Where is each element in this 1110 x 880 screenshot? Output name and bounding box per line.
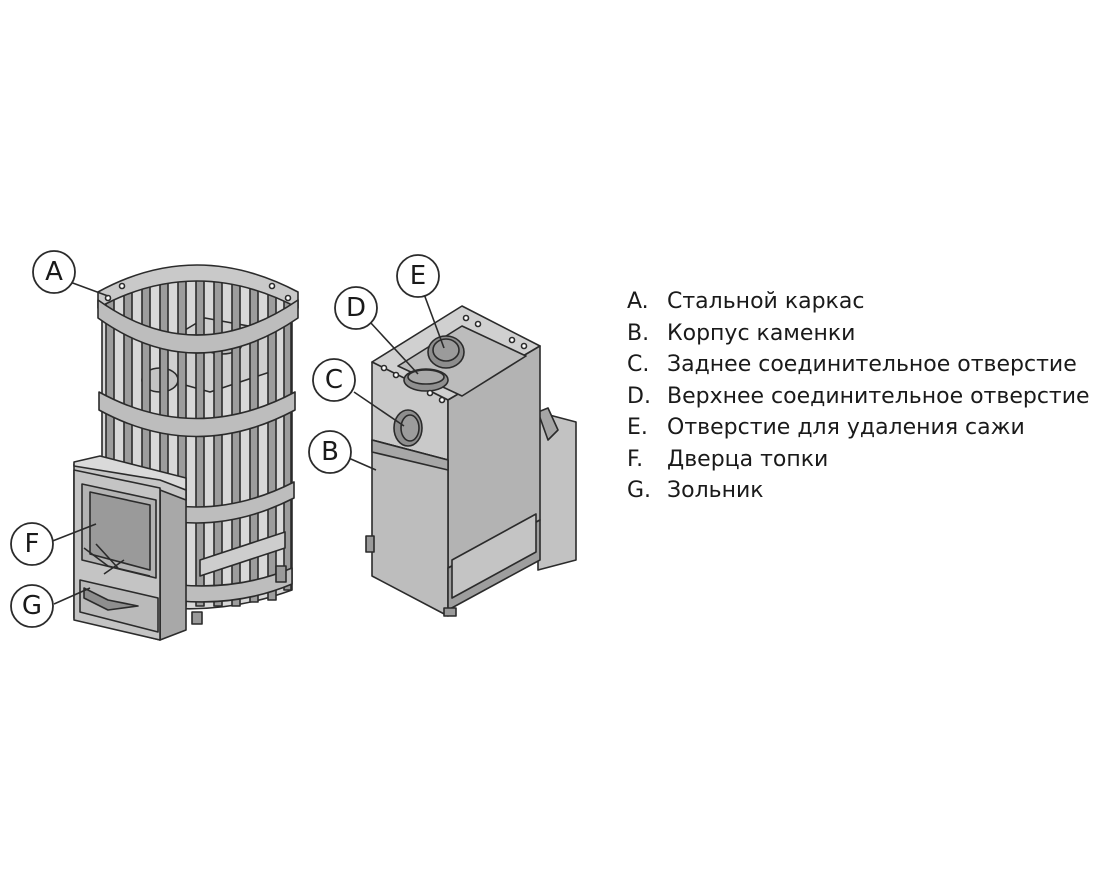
- ash-drawer-handle: [83, 587, 139, 611]
- legend-key: E.: [627, 415, 648, 441]
- legend-label: Зольник: [667, 478, 764, 504]
- rear-side-inner: [537, 407, 559, 441]
- legend-item: A. Стальной каркас: [627, 286, 1090, 318]
- legend-label: Отверстие для удаления сажи: [667, 415, 1025, 441]
- cage-middle-ring: [98, 391, 296, 438]
- rear-connection-ring: [400, 414, 420, 442]
- legend-label: Верхнее соединительное отверстие: [667, 383, 1090, 409]
- legend-key: D.: [627, 383, 651, 409]
- legend-item: G. Зольник: [627, 475, 1090, 507]
- leader-e: [423, 293, 445, 349]
- callout-e-letter: E: [410, 261, 426, 291]
- callout-e: E: [396, 254, 440, 298]
- callout-d-letter: D: [346, 293, 366, 323]
- legend-key: G.: [627, 478, 652, 504]
- callout-a: A: [32, 250, 76, 294]
- legend-key: A.: [627, 289, 649, 315]
- callout-b-letter: B: [321, 437, 339, 467]
- body-foot: [365, 535, 375, 553]
- ring-holes: [104, 282, 292, 302]
- door-ornament: [83, 543, 151, 577]
- leader-c: [353, 391, 405, 427]
- callout-f: F: [10, 522, 54, 566]
- leader-f: [49, 523, 97, 543]
- leader-d: [369, 321, 419, 375]
- body-lower-shadow: [371, 439, 449, 471]
- body-base-recess: [451, 513, 537, 599]
- legend-key: F.: [627, 446, 644, 472]
- heater-foot: [275, 565, 287, 583]
- heater-foot: [191, 611, 203, 625]
- legend-item: B. Корпус каменки: [627, 318, 1090, 350]
- legend-item: C. Заднее соединительное отверстие: [627, 349, 1090, 381]
- upper-connection-ring: [407, 369, 445, 385]
- legend-item: D. Верхнее соединительное отверстие: [627, 381, 1090, 413]
- callout-g: G: [10, 584, 54, 628]
- rim-holes: [380, 314, 528, 404]
- rear-side-panel: [537, 411, 577, 571]
- legend-key: C.: [627, 352, 650, 378]
- legend-label: Дверца топки: [667, 446, 829, 472]
- cage-bottom-ring: [179, 567, 293, 603]
- callout-c: C: [312, 358, 356, 402]
- body-foot: [443, 607, 457, 617]
- leader-g: [53, 587, 91, 605]
- soot-removal-ring: [432, 338, 460, 362]
- door-glass: [89, 491, 151, 571]
- callout-c-letter: C: [325, 365, 343, 395]
- callout-g-letter: G: [22, 591, 42, 621]
- heater-body: [365, 305, 577, 617]
- cage-top-ring-front: [97, 299, 299, 354]
- legend-item: F. Дверца топки: [627, 444, 1090, 476]
- callout-d: D: [334, 286, 378, 330]
- parts-legend: A. Стальной каркас B. Корпус каменки C. Зад…: [627, 286, 1090, 507]
- callout-b: B: [308, 430, 352, 474]
- legend-label: Стальной каркас: [667, 289, 865, 315]
- legend-label: Заднее соединительное отверстие: [667, 352, 1077, 378]
- leader-a: [69, 281, 109, 297]
- legend-item: E. Отверстие для удаления сажи: [627, 412, 1090, 444]
- firebox-top-lip: [73, 455, 187, 491]
- firebox-front-side: [159, 479, 187, 641]
- legend-key: B.: [627, 320, 650, 346]
- inner-shelf: [199, 531, 286, 577]
- callout-f-letter: F: [25, 529, 40, 559]
- callout-a-letter: A: [45, 257, 63, 287]
- assembled-heater: [73, 264, 299, 641]
- legend-label: Корпус каменки: [667, 320, 856, 346]
